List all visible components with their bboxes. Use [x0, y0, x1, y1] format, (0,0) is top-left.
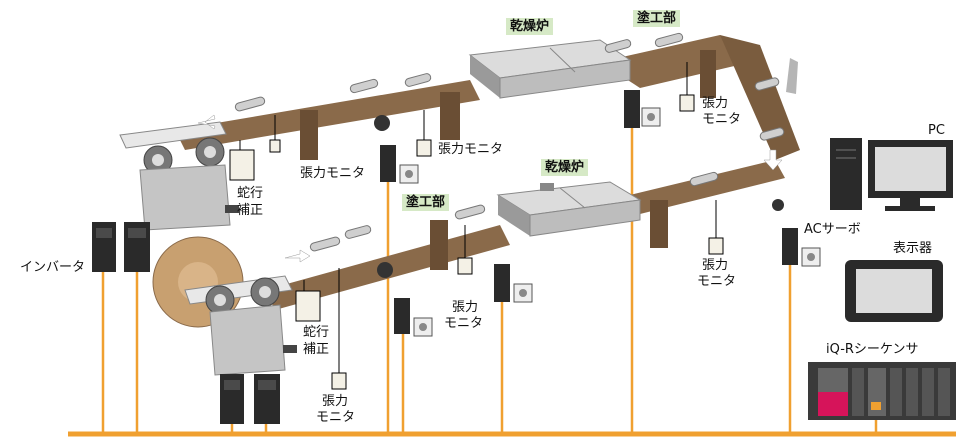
dryer-upper [468, 39, 632, 99]
direction-arrow-gray [786, 58, 798, 94]
coater-upper-label: 塗工部 [633, 10, 681, 27]
tension-monitor-label-1: 張力モニタ [300, 166, 366, 181]
direction-arrows [197, 114, 783, 263]
monitor-label-4: モニタ [697, 274, 737, 289]
monitor-label-5: モニタ [444, 316, 484, 331]
motors [374, 115, 784, 278]
display-label: 表示器 [893, 241, 933, 256]
tension-label-4: 張力 [702, 258, 729, 273]
tension-label-5: 張力 [452, 300, 479, 315]
tension-monitor-label-2: 張力モニタ [438, 142, 504, 157]
meander-label-lower-1: 蛇行 [303, 325, 330, 340]
tension-monitors [229, 62, 724, 390]
meander-label-upper-2: 補正 [237, 203, 264, 218]
rollers [234, 32, 785, 252]
pc-label: PC [928, 123, 945, 138]
monitor-label-6: モニタ [316, 410, 356, 425]
meander-label-upper-1: 蛇行 [237, 186, 264, 201]
unwinder-upper [119, 121, 239, 231]
coater-lower-label: 塗工部 [402, 194, 450, 211]
inverter-label: インバータ [20, 260, 86, 275]
sequencer-label: iQ-Rシーケンサ [826, 342, 919, 357]
unwinder-lower [152, 236, 297, 376]
display-illustration [845, 260, 943, 322]
pc-illustration [830, 138, 953, 211]
monitor-label-3: モニタ [702, 112, 742, 127]
meander-label-lower-2: 補正 [303, 342, 330, 357]
dryer-lower [496, 181, 642, 237]
servo-amplifiers [380, 90, 821, 337]
inverters [92, 222, 280, 424]
plc-illustration [808, 362, 956, 420]
dryer-lower-label: 乾燥炉 [541, 159, 589, 176]
dryer-upper-label: 乾燥炉 [506, 18, 554, 35]
ac-servo-label: ACサーボ [804, 222, 861, 237]
tension-label-3: 張力 [702, 96, 729, 111]
tension-label-6: 張力 [322, 394, 349, 409]
